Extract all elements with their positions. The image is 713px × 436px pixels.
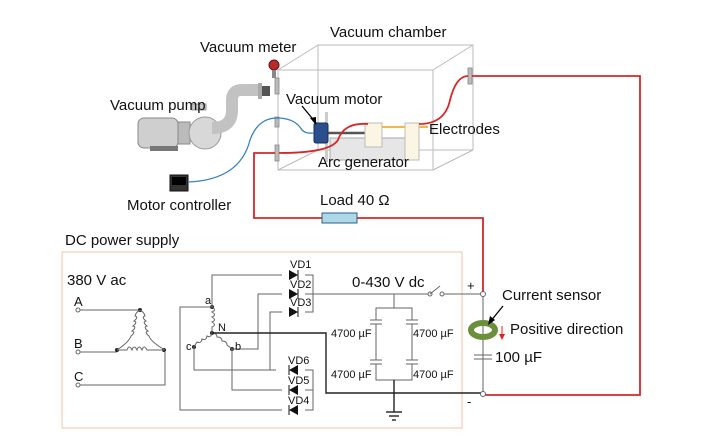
label-vacuum-meter: Vacuum meter: [200, 39, 296, 56]
diode-vd3: [289, 307, 298, 317]
label-positive-direction: Positive direction: [510, 321, 623, 338]
label-current-sensor: Current sensor: [502, 287, 601, 304]
vacuum-meter-icon: [268, 59, 280, 71]
label-cap-top-right: 4700 µF: [413, 328, 454, 340]
label-vacuum-motor: Vacuum motor: [286, 91, 382, 108]
label-phase-c: C: [74, 369, 83, 384]
label-vacuum-chamber: Vacuum chamber: [330, 24, 446, 41]
label-phase-a: A: [74, 294, 83, 309]
diode-vd6: [289, 365, 298, 375]
electrode-holder-right: [404, 122, 420, 161]
power-cable-electrode: [418, 75, 469, 125]
star-transformer: [192, 305, 234, 351]
vacuum-motor: [313, 122, 329, 144]
label-node-a: a: [205, 295, 212, 307]
label-node-c: c: [186, 341, 192, 353]
label-dc-output: 0-430 V dc: [352, 274, 425, 291]
label-dc-power-supply: DC power supply: [65, 232, 180, 249]
diode-vd2: [289, 289, 298, 299]
label-vd3: VD3: [290, 297, 311, 309]
label-node-b: b: [235, 341, 241, 353]
diode-vd5: [289, 385, 298, 395]
output-switch[interactable]: [427, 285, 445, 297]
delta-transformer: [115, 308, 166, 352]
label-ac-input: 380 V ac: [67, 272, 127, 289]
label-phase-b: B: [74, 336, 83, 351]
label-load: Load 40 Ω: [320, 192, 390, 209]
current-sensor-icon: [468, 320, 498, 340]
rectifier-wiring: [179, 274, 484, 411]
negative-terminal: [480, 391, 486, 397]
power-cable-inner: [278, 122, 369, 154]
label-vd5: VD5: [288, 375, 309, 387]
label-minus: -: [467, 394, 471, 409]
label-cap-top-left: 4700 µF: [331, 328, 372, 340]
load-wire-right: [357, 217, 484, 293]
load-wire-left: [253, 152, 322, 219]
label-plus: +: [467, 278, 475, 293]
vacuum-pump: [137, 83, 270, 151]
label-vacuum-pump: Vacuum pump: [110, 97, 206, 114]
label-arc-generator: Arc generator: [318, 154, 409, 171]
label-vd2: VD2: [290, 279, 311, 291]
electrode-holder-left: [364, 122, 383, 148]
load-resistor: [321, 212, 358, 224]
label-cap-bottom-right: 4700 µF: [413, 369, 454, 381]
label-vd4: VD4: [288, 395, 309, 407]
label-output-capacitor: 100 µF: [495, 349, 542, 366]
label-node-n: N: [218, 322, 226, 334]
label-cap-bottom-left: 4700 µF: [331, 369, 372, 381]
capacitor-bank: [370, 294, 418, 421]
diode-vd1: [289, 270, 298, 280]
dc-power-supply-box: [61, 251, 463, 429]
positive-terminal: [480, 291, 486, 297]
diode-vd4: [289, 405, 298, 415]
diodes: [288, 270, 299, 415]
vacuum-chamber: [277, 44, 474, 171]
signal-cable: [187, 117, 315, 183]
label-motor-controller: Motor controller: [127, 197, 231, 214]
return-wire: [472, 75, 641, 396]
label-electrodes: Electrodes: [429, 121, 500, 138]
phase-inputs: [75, 307, 166, 388]
label-vd1: VD1: [290, 259, 311, 271]
label-vd6: VD6: [288, 355, 309, 367]
